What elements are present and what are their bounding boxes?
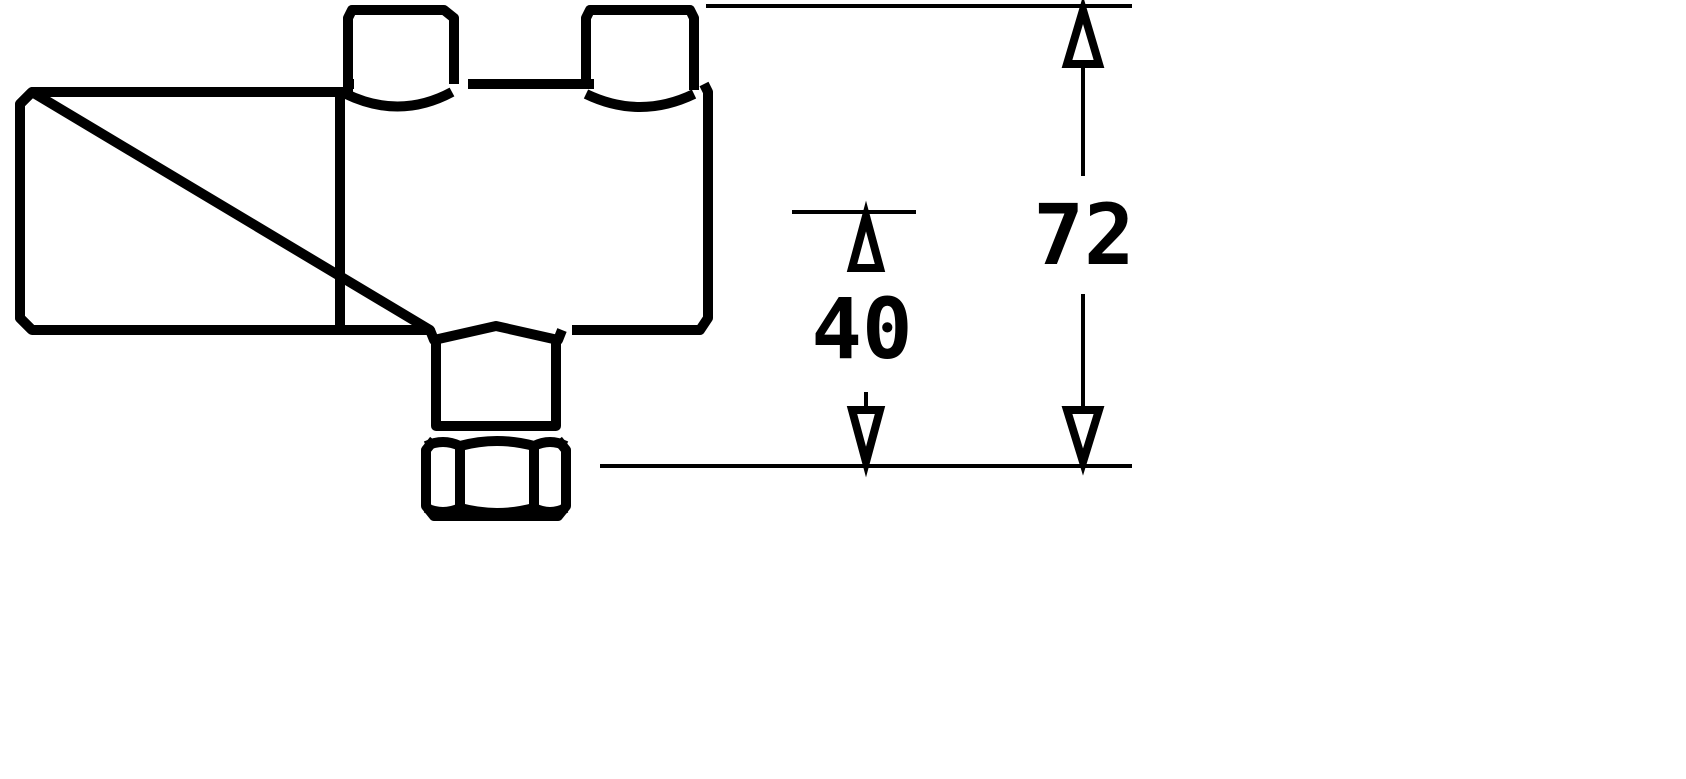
part-outline xyxy=(15,5,713,521)
dimension-label-72: 72 xyxy=(1033,186,1134,284)
right-top-pipe xyxy=(581,5,699,90)
hex-nut-top-curve xyxy=(423,436,569,451)
left-top-pipe-curve xyxy=(343,87,455,112)
arrowhead-72-bottom xyxy=(1061,406,1105,476)
right-top-pipe-curve xyxy=(583,89,697,112)
left-top-pipe xyxy=(343,5,459,84)
hex-nut-facets xyxy=(455,446,539,508)
arrowhead-40-top xyxy=(846,200,886,272)
dimension-label-40: 40 xyxy=(811,280,912,378)
hex-nut-outline xyxy=(421,436,571,521)
bottom-outlet-shoulder xyxy=(425,321,567,345)
arrowhead-72-top xyxy=(1061,0,1105,68)
dimension-40: 40 xyxy=(792,200,916,478)
arrowhead-40-bottom xyxy=(846,406,886,478)
main-body-outline xyxy=(15,79,713,335)
main-body-left-edge xyxy=(15,88,36,334)
hex-nut-bottom-curve xyxy=(423,503,569,518)
bottom-outlet-neck xyxy=(431,340,561,431)
